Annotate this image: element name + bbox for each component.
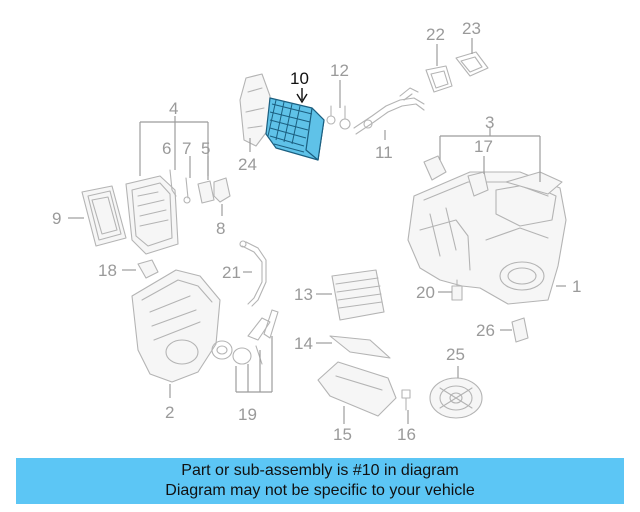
callout-15: 15 [333, 425, 352, 444]
part-6-7-clips [169, 169, 191, 204]
part-15-plate [317, 361, 397, 417]
part-13-filter [331, 269, 385, 321]
part-12-fittings [326, 105, 351, 130]
callout-21: 21 [222, 263, 241, 282]
part-25-blower-motor [429, 377, 483, 419]
callout-25: 25 [446, 345, 465, 364]
callout-13: 13 [294, 285, 313, 304]
callout-19: 19 [238, 405, 257, 424]
part-14-strip [329, 335, 391, 359]
callout-5: 5 [201, 139, 210, 158]
callout-2: 2 [165, 403, 174, 422]
banner-line-part: Part or sub-assembly is #10 in diagram [181, 462, 459, 479]
part-26-resistor [511, 317, 529, 343]
part-19-actuators [211, 309, 279, 365]
callout-26: 26 [476, 321, 495, 340]
banner-line-disclaimer: Diagram may not be specific to your vehi… [165, 482, 475, 499]
part-24-bracket [239, 73, 271, 147]
part-22-seal [425, 65, 453, 93]
part-3-doors [423, 155, 563, 195]
part-9-filter-frame [81, 185, 127, 247]
callout-24: 24 [238, 155, 257, 174]
callout-6: 6 [162, 139, 171, 158]
part-2-blower-housing [131, 269, 221, 383]
parts-diagram: 1 2 3 4 5 6 7 8 9 10 11 12 13 14 15 16 1… [52, 19, 581, 444]
part-18-clip [137, 259, 159, 279]
callout-14: 14 [294, 334, 313, 353]
callout-16: 16 [397, 425, 416, 444]
part-1-hvac-housing [407, 171, 567, 305]
leader-lines [68, 38, 566, 424]
callout-10: 10 [290, 69, 309, 88]
part-16-screw [401, 389, 411, 411]
callout-17: 17 [474, 137, 493, 156]
part-8-sensor [213, 177, 231, 203]
callout-11: 11 [375, 143, 393, 162]
callout-labels: 1 2 3 4 5 6 7 8 9 10 11 12 13 14 15 16 1… [52, 19, 581, 444]
callout-3: 3 [485, 113, 494, 132]
callout-20: 20 [416, 283, 435, 302]
callout-23: 23 [462, 19, 481, 38]
info-banner: Part or sub-assembly is #10 in diagram D… [16, 458, 624, 504]
callout-18: 18 [98, 261, 117, 280]
part-21-hose [239, 240, 267, 307]
callout-22: 22 [426, 25, 445, 44]
part-17-actuator [467, 171, 489, 197]
callout-9: 9 [52, 209, 61, 228]
callout-1: 1 [572, 277, 581, 296]
part-11-pipe [353, 87, 425, 135]
part-5-connector [197, 180, 215, 204]
part-23-seal [455, 51, 489, 77]
callout-4: 4 [169, 99, 178, 118]
callout-7: 7 [182, 139, 191, 158]
part-10-evaporator[interactable] [265, 97, 325, 161]
part-20-sensor [451, 279, 463, 301]
callout-12: 12 [330, 61, 349, 80]
callout-8: 8 [216, 219, 225, 238]
part-4-housing [125, 175, 179, 255]
